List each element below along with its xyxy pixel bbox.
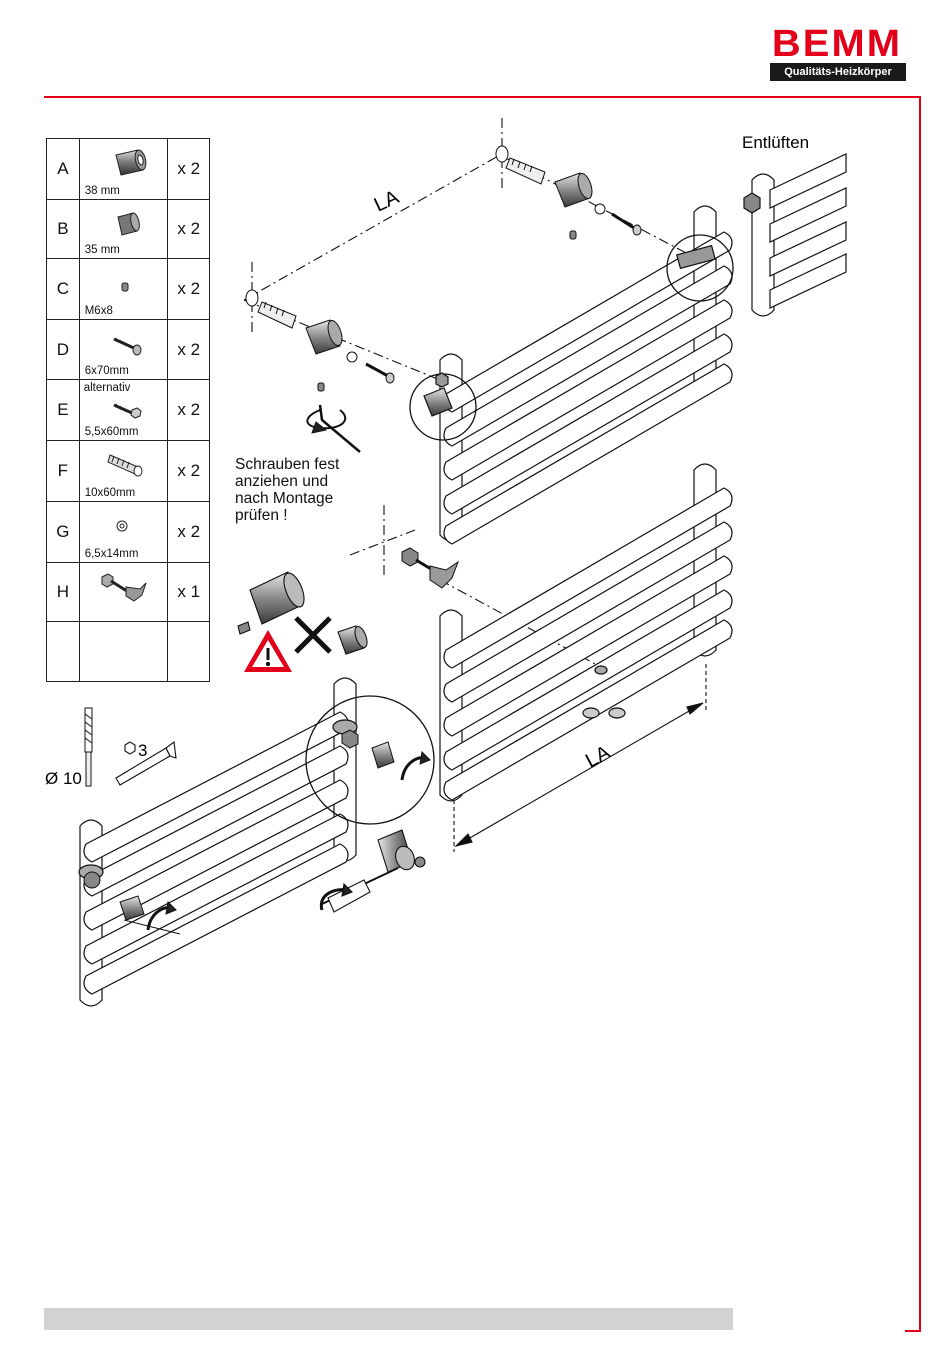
hex-key-size-label: 3	[138, 741, 147, 760]
drill-size-label: Ø 10	[45, 769, 82, 788]
instruction-line-4: prüfen !	[235, 507, 288, 524]
instruction-line-2: anziehen und	[235, 473, 328, 490]
top-right-wall-fixing	[496, 146, 641, 239]
la-top-label: LA	[371, 186, 403, 217]
vent-detail	[744, 154, 846, 316]
drill-bit-icon	[85, 708, 92, 786]
radiator-upper	[410, 206, 733, 544]
footer-bar	[44, 1308, 733, 1330]
la-bottom-label: LA	[582, 741, 615, 772]
bracket-claw-step	[402, 548, 458, 588]
instruction-text: Schrauben fest anziehen und nach Montage…	[235, 456, 340, 524]
instruction-line-3: nach Montage	[235, 490, 333, 507]
wrong-spacer-warning	[238, 570, 369, 672]
vent-label: Entlüften	[742, 133, 809, 152]
top-left-wall-fixing	[246, 290, 394, 452]
instruction-line-1: Schrauben fest	[235, 456, 340, 473]
